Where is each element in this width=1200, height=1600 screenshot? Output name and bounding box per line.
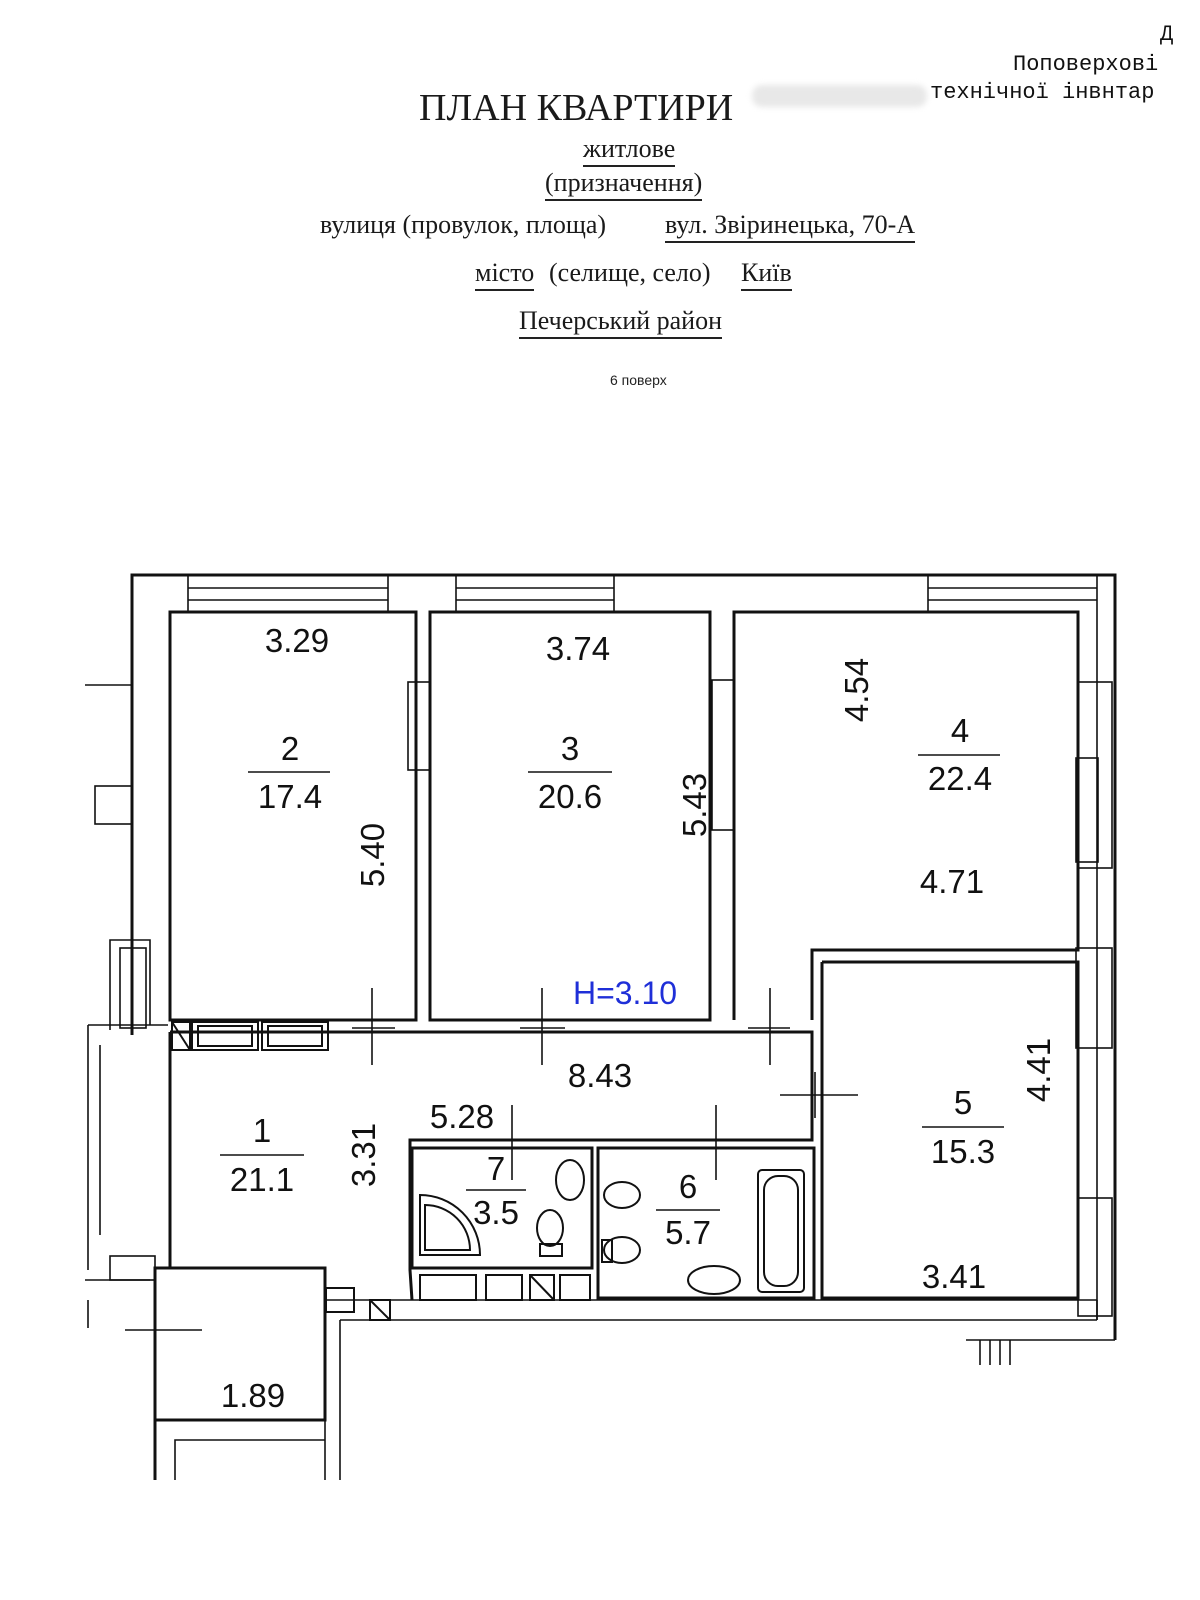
dim-room5-length: 4.41: [1020, 1038, 1057, 1102]
purpose-label: (призначення): [545, 168, 703, 201]
floor-label: 6 поверх: [610, 372, 667, 388]
room-5-area: 15.3: [931, 1133, 995, 1170]
dim-room3-width: 3.74: [546, 630, 610, 667]
room-6-number: 6: [679, 1168, 697, 1205]
room-2-outline: [168, 610, 418, 1022]
room-7-number: 7: [487, 1150, 505, 1187]
dim-room2-length: 5.40: [354, 823, 391, 887]
dim-room3-length: 5.43: [676, 773, 713, 837]
dim-corridor-length: 8.43: [568, 1057, 632, 1094]
dimension-labels: 3.29 5.40 3.74 5.43 4.54 4.71 4.41 3.41 …: [221, 622, 1057, 1414]
dim-room4-length: 4.54: [838, 658, 875, 722]
room-4-number: 4: [951, 712, 969, 749]
city-label-a: місто: [475, 258, 535, 291]
radiator-row: [171, 1021, 329, 1051]
outer-walls: [130, 573, 1117, 1365]
dim-room5-width: 3.41: [922, 1258, 986, 1295]
dim-entry-width: 1.89: [221, 1377, 285, 1414]
city-label-b: (селище, село): [549, 258, 711, 287]
corner-text-1: Д: [1160, 22, 1174, 47]
room-3-number: 3: [561, 730, 579, 767]
dim-room2-width: 3.29: [265, 622, 329, 659]
page-title: ПЛАН КВАРТИРИ: [419, 87, 734, 129]
dim-hall-width: 5.28: [430, 1098, 494, 1135]
dim-hall-length: 3.31: [345, 1123, 382, 1187]
room-labels: 2 17.4 3 20.6 4 22.4 5 15.3 1 21.1 7 3.5…: [220, 712, 1004, 1251]
room-1-area: 21.1: [230, 1161, 294, 1198]
corner-text-2: Поповерхові: [1013, 52, 1159, 77]
door-marks: [352, 988, 858, 1180]
shaft-blocks: [325, 1274, 591, 1321]
purpose-value: житлове: [583, 134, 676, 167]
room-walls: [153, 610, 1098, 1480]
redaction-blur: [752, 85, 927, 107]
top-windows: [187, 575, 1097, 612]
room-4-area: 22.4: [928, 760, 992, 797]
ceiling-height: H=3.10: [573, 975, 677, 1011]
room-6-area: 5.7: [665, 1214, 711, 1251]
bathroom-7: [410, 1146, 594, 1270]
room-2-area: 17.4: [258, 778, 322, 815]
room-3-area: 20.6: [538, 778, 602, 815]
room-7-area: 3.5: [473, 1194, 519, 1231]
bathroom-6: [596, 1146, 816, 1300]
city-value: Київ: [741, 258, 792, 291]
room-3-outline: [428, 610, 712, 1022]
district: Печерський район: [519, 306, 723, 339]
room-2-number: 2: [281, 730, 299, 767]
street-value: вул. Звіринецька, 70-А: [665, 210, 916, 243]
street-label: вулиця (провулок, площа): [320, 210, 607, 239]
corner-text-3: технічної інвнтар: [930, 80, 1155, 105]
room-1-number: 1: [253, 1112, 271, 1149]
dim-room4-width: 4.71: [920, 863, 984, 900]
left-exterior: [85, 684, 202, 1331]
room-5-number: 5: [954, 1084, 972, 1121]
